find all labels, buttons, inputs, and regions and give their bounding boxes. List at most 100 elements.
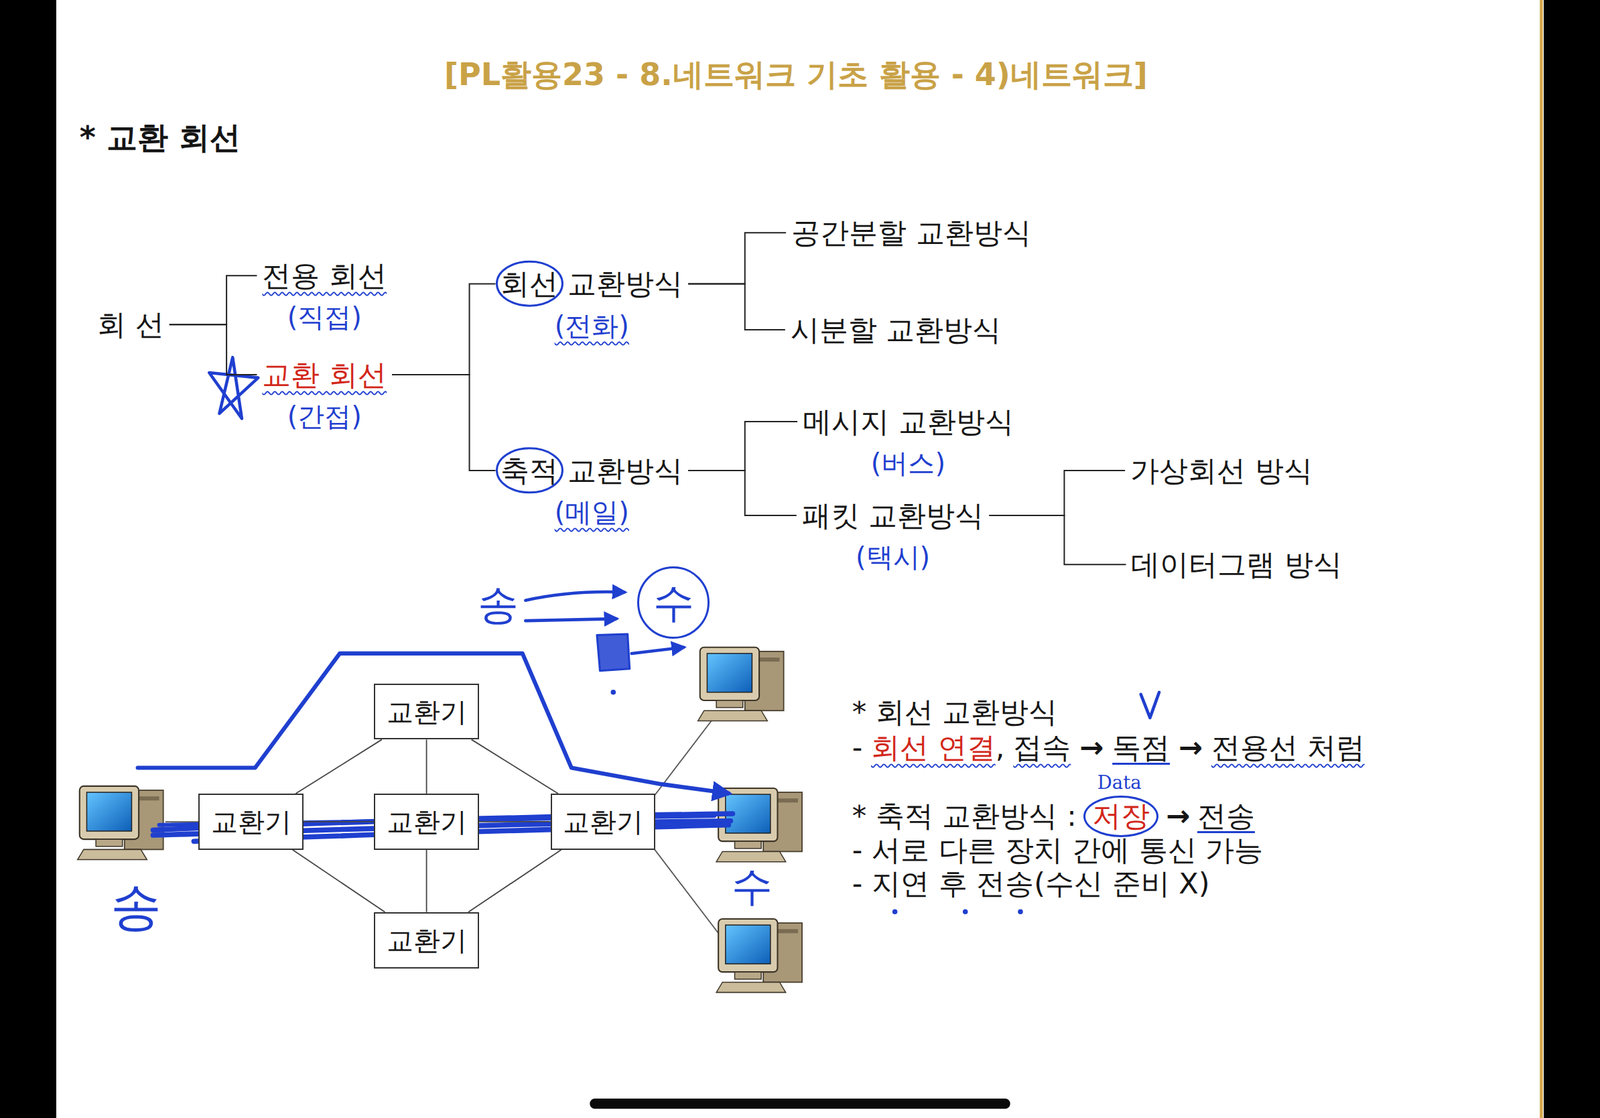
tree-item: 시분할 교환방식: [785, 306, 1008, 354]
dot: [611, 690, 616, 695]
node-label: 패킷 교환방식: [802, 493, 985, 538]
node-note: (전화): [554, 305, 630, 346]
text-line: -회선 연결,접속→독점→전용선 처럼: [852, 728, 1365, 767]
scribble-block: [596, 633, 630, 671]
handwritten-note: 송: [110, 878, 162, 935]
switch-box: 교환기: [550, 793, 656, 850]
hand-arrow: [525, 591, 625, 601]
node-label: 전용 회선: [261, 253, 387, 298]
note-text: 독점: [1112, 728, 1170, 767]
note-text: →: [1165, 797, 1190, 835]
section-heading: * 교환 회선: [79, 117, 241, 159]
node-label: 가상회선 방식: [1130, 448, 1313, 493]
computer-icon: [698, 647, 784, 721]
tree-item: 회선 교환방식(전화): [495, 260, 689, 348]
tree-branch: [988, 470, 1125, 516]
handwritten-note: 수: [637, 566, 710, 639]
tree-branch: [688, 470, 797, 516]
tree-branch: [688, 421, 798, 471]
link-line: [468, 849, 562, 912]
note-text: 전송: [1197, 797, 1255, 835]
note-text: 회선 연결: [871, 728, 996, 767]
tree-branch: [169, 324, 258, 375]
hand-annotations: [138, 357, 1160, 914]
node-note: (메일): [554, 491, 630, 532]
node-label: 교환 회선: [261, 353, 387, 397]
switch-box: 교환기: [198, 793, 304, 850]
note-text: - 지연 후 전송(수신 준비 X): [852, 864, 1211, 903]
text-line: - 서로 다른 장치 간에 통신 가능: [852, 831, 1264, 870]
node-note: (버스): [871, 442, 946, 484]
tree-branch: [391, 374, 496, 471]
note-text: * 축적 교환방식 :: [852, 797, 1077, 835]
tree-item: 회 선: [91, 301, 170, 348]
dot: [963, 909, 968, 914]
tree-item: 교환 회선(간접): [256, 351, 392, 439]
dot: [893, 909, 898, 914]
note-text: 저장: [1083, 795, 1159, 837]
note-text: →: [1079, 728, 1104, 767]
note-text: - 서로 다른 장치 간에 통신 가능: [852, 831, 1264, 870]
tree-branch: [688, 283, 786, 330]
link-line: [426, 849, 428, 912]
note-text: -: [852, 728, 863, 767]
dot: [1018, 909, 1023, 914]
node-note: (직접): [287, 296, 362, 338]
slide-edge: [1539, 0, 1544, 1118]
switch-box: 교환기: [373, 793, 480, 850]
text-line: * 교환 회선: [79, 117, 241, 159]
node-label: 데이터그램 방식: [1130, 542, 1343, 587]
text-line: * 축적 교환방식 :저장→전송: [852, 795, 1255, 837]
handwritten-note: 수: [731, 862, 773, 908]
route-arrow: [138, 653, 729, 794]
switch-box: 교환기: [373, 911, 480, 969]
node-label: 교환기: [386, 805, 468, 838]
link-line: [303, 820, 374, 823]
slide-title: [PL활용23 - 8.네트워크 기초 활용 - 4)네트워크]: [444, 56, 1148, 94]
tree-branch: [988, 515, 1126, 565]
text-line: - 지연 후 전송(수신 준비 X): [852, 864, 1211, 903]
note-text: →: [1178, 728, 1203, 767]
link-line: [479, 820, 551, 823]
link-line: [295, 739, 382, 794]
network-wires: [165, 711, 719, 934]
tree-branch: [169, 275, 258, 325]
computer-icon: [716, 918, 803, 993]
tree-branch: [688, 232, 786, 284]
check-mark: [1141, 692, 1160, 718]
node-note: (택시): [855, 536, 930, 577]
note-text: ,: [995, 728, 1006, 767]
handwritten-note: 송: [477, 581, 519, 627]
note-text: 전용선 처럼: [1211, 728, 1365, 767]
switch-box: 교환기: [373, 683, 480, 740]
tree-item: 데이터그램 방식: [1125, 541, 1348, 588]
node-label: 시분할 교환방식: [790, 308, 1002, 352]
node-label: 축적 교환방식: [500, 448, 683, 493]
link-line: [471, 739, 559, 794]
tree-item: 메시지 교환방식(버스): [797, 398, 1020, 486]
wire: [653, 846, 719, 933]
node-note: (간접): [287, 395, 362, 437]
tree-item: 패킷 교환방식(택시): [796, 492, 990, 579]
tree-item: 공간분할 교환방식: [785, 209, 1037, 256]
note-text: 접속: [1013, 728, 1071, 767]
node-label: 교환기: [386, 695, 468, 728]
tree-item: 가상회선 방식: [1124, 447, 1318, 494]
node-label: 회 선: [97, 302, 165, 347]
node-label: 메시지 교환방식: [802, 400, 1014, 444]
hand-arrow: [631, 647, 685, 654]
node-label: 교환기: [211, 805, 292, 838]
computer-icon: [77, 785, 164, 860]
hand-arrow: [525, 618, 617, 621]
tree-item: 전용 회선(직접): [256, 252, 392, 340]
node-label: 교환기: [386, 923, 468, 957]
tree-item: 축적 교환방식(메일): [495, 447, 689, 535]
text-line: * 회선 교환방식: [852, 693, 1058, 731]
note-text: * 회선 교환방식: [852, 693, 1058, 731]
node-label: 교환기: [562, 805, 644, 838]
node-label: 공간분할 교환방식: [791, 211, 1032, 255]
